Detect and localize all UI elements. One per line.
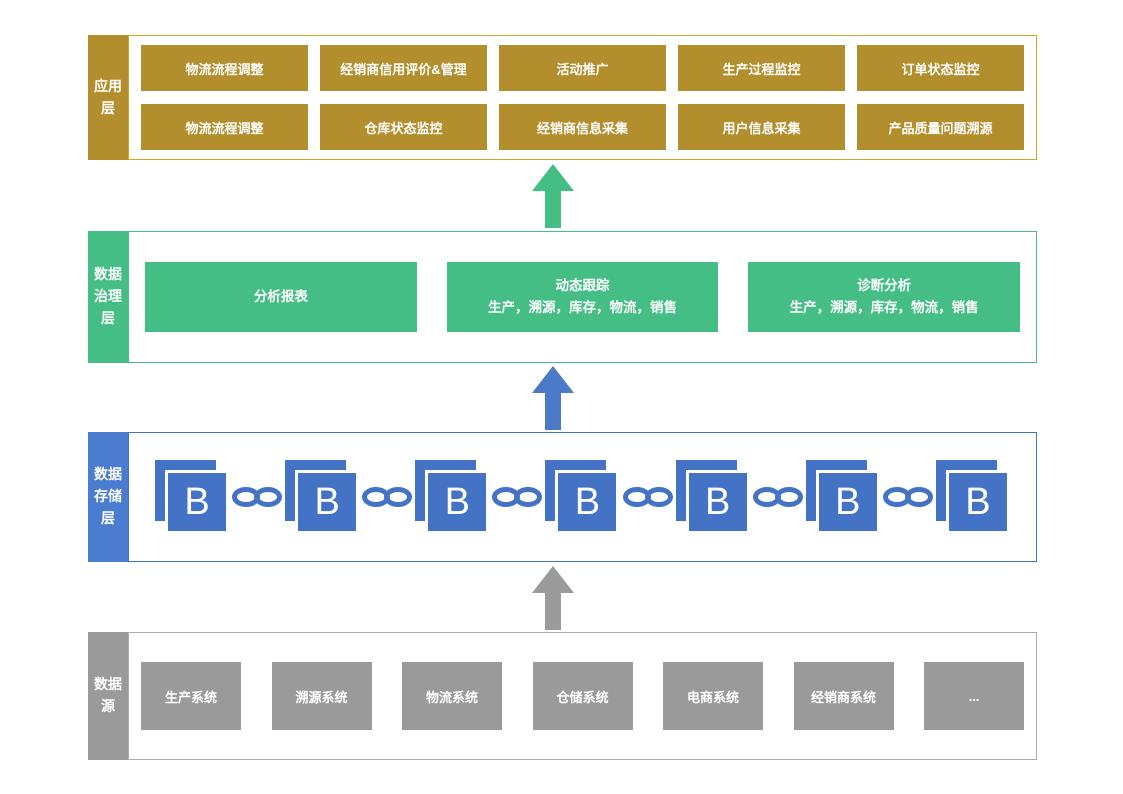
- governance-layer-label: 数据 治理 层: [88, 231, 128, 363]
- block-face: B: [165, 470, 229, 534]
- chain-link-icon: [232, 487, 283, 507]
- app-box-user-info: 用户信息采集: [678, 104, 845, 150]
- blockchain-block-icon: B: [935, 460, 1010, 534]
- block-face: B: [685, 470, 750, 534]
- app-box-quality-trace: 产品质量问题溯源: [857, 104, 1024, 150]
- source-box-warehouse-system: 仓储系统: [532, 662, 633, 730]
- gov-box-title: 诊断分析: [857, 278, 912, 294]
- blockchain-block-icon: B: [285, 460, 360, 534]
- governance-layer-container: 分析报表 动态跟踪 生产，溯源，库存，物流，销售 诊断分析 生产，溯源，库存，物…: [128, 231, 1037, 363]
- gov-box-diagnostic-analysis: 诊断分析 生产，溯源，库存，物流，销售: [748, 262, 1021, 332]
- up-arrow-blue-icon: [532, 366, 574, 430]
- block-face: B: [815, 470, 880, 534]
- source-box-logistics-system: 物流系统: [402, 662, 502, 730]
- source-box-ellipsis: ...: [924, 662, 1024, 730]
- app-layer-label: 应用 层: [88, 35, 128, 160]
- block-face: B: [945, 470, 1010, 534]
- app-box-logistics-adjust-2: 物流流程调整: [141, 104, 308, 150]
- storage-layer-container: B B B B B B B: [128, 432, 1037, 562]
- app-box-logistics-adjust: 物流流程调整: [141, 45, 308, 91]
- app-row-2: 物流流程调整 仓库状态监控 经销商信息采集 用户信息采集 产品质量问题溯源: [141, 104, 1024, 150]
- chain-link-icon: [752, 487, 803, 507]
- gov-box-subtitle: 生产，溯源，库存，物流，销售: [488, 300, 677, 315]
- app-box-promotion: 活动推广: [499, 45, 666, 91]
- app-layer-container: 物流流程调整 经销商信用评价&管理 活动推广 生产过程监控 订单状态监控 物流流…: [128, 35, 1037, 160]
- block-face: B: [555, 470, 620, 534]
- gov-box-subtitle: 生产，溯源，库存，物流，销售: [789, 300, 979, 315]
- storage-layer-label: 数据 存储 层: [88, 432, 128, 562]
- source-box-production-system: 生产系统: [141, 662, 241, 730]
- gov-box-analysis-report: 分析报表: [145, 262, 417, 332]
- blockchain-block-icon: B: [415, 460, 490, 534]
- chain-link-icon: [622, 487, 673, 507]
- up-arrow-green-icon: [532, 164, 574, 228]
- block-face: B: [295, 470, 360, 534]
- chain-link-icon: [362, 487, 413, 507]
- source-box-ecommerce-system: 电商系统: [663, 662, 763, 730]
- app-row-1: 物流流程调整 经销商信用评价&管理 活动推广 生产过程监控 订单状态监控: [141, 45, 1024, 91]
- app-box-production-monitor: 生产过程监控: [678, 45, 845, 91]
- gov-box-title: 分析报表: [253, 289, 308, 305]
- up-arrow-gray-icon: [532, 566, 574, 630]
- app-box-warehouse-monitor: 仓库状态监控: [320, 104, 487, 150]
- source-layer-container: 生产系统 溯源系统 物流系统 仓储系统 电商系统 经销商系统 ...: [128, 632, 1037, 760]
- blockchain-block-icon: B: [545, 460, 620, 534]
- app-box-dealer-credit: 经销商信用评价&管理: [320, 45, 487, 91]
- app-box-dealer-info: 经销商信息采集: [499, 104, 666, 150]
- blockchain-block-icon: B: [155, 460, 229, 534]
- source-box-dealer-system: 经销商系统: [793, 662, 894, 730]
- gov-box-title: 动态跟踪: [555, 278, 610, 294]
- gov-box-dynamic-tracking: 动态跟踪 生产，溯源，库存，物流，销售: [446, 262, 719, 332]
- chain-link-icon: [882, 487, 933, 507]
- blockchain-block-icon: B: [805, 460, 880, 534]
- blockchain-block-icon: B: [675, 460, 750, 534]
- block-face: B: [425, 470, 490, 534]
- chain-link-icon: [492, 487, 543, 507]
- source-box-trace-system: 溯源系统: [271, 662, 372, 730]
- app-box-order-status: 订单状态监控: [857, 45, 1024, 91]
- source-layer-label: 数据 源: [88, 632, 128, 760]
